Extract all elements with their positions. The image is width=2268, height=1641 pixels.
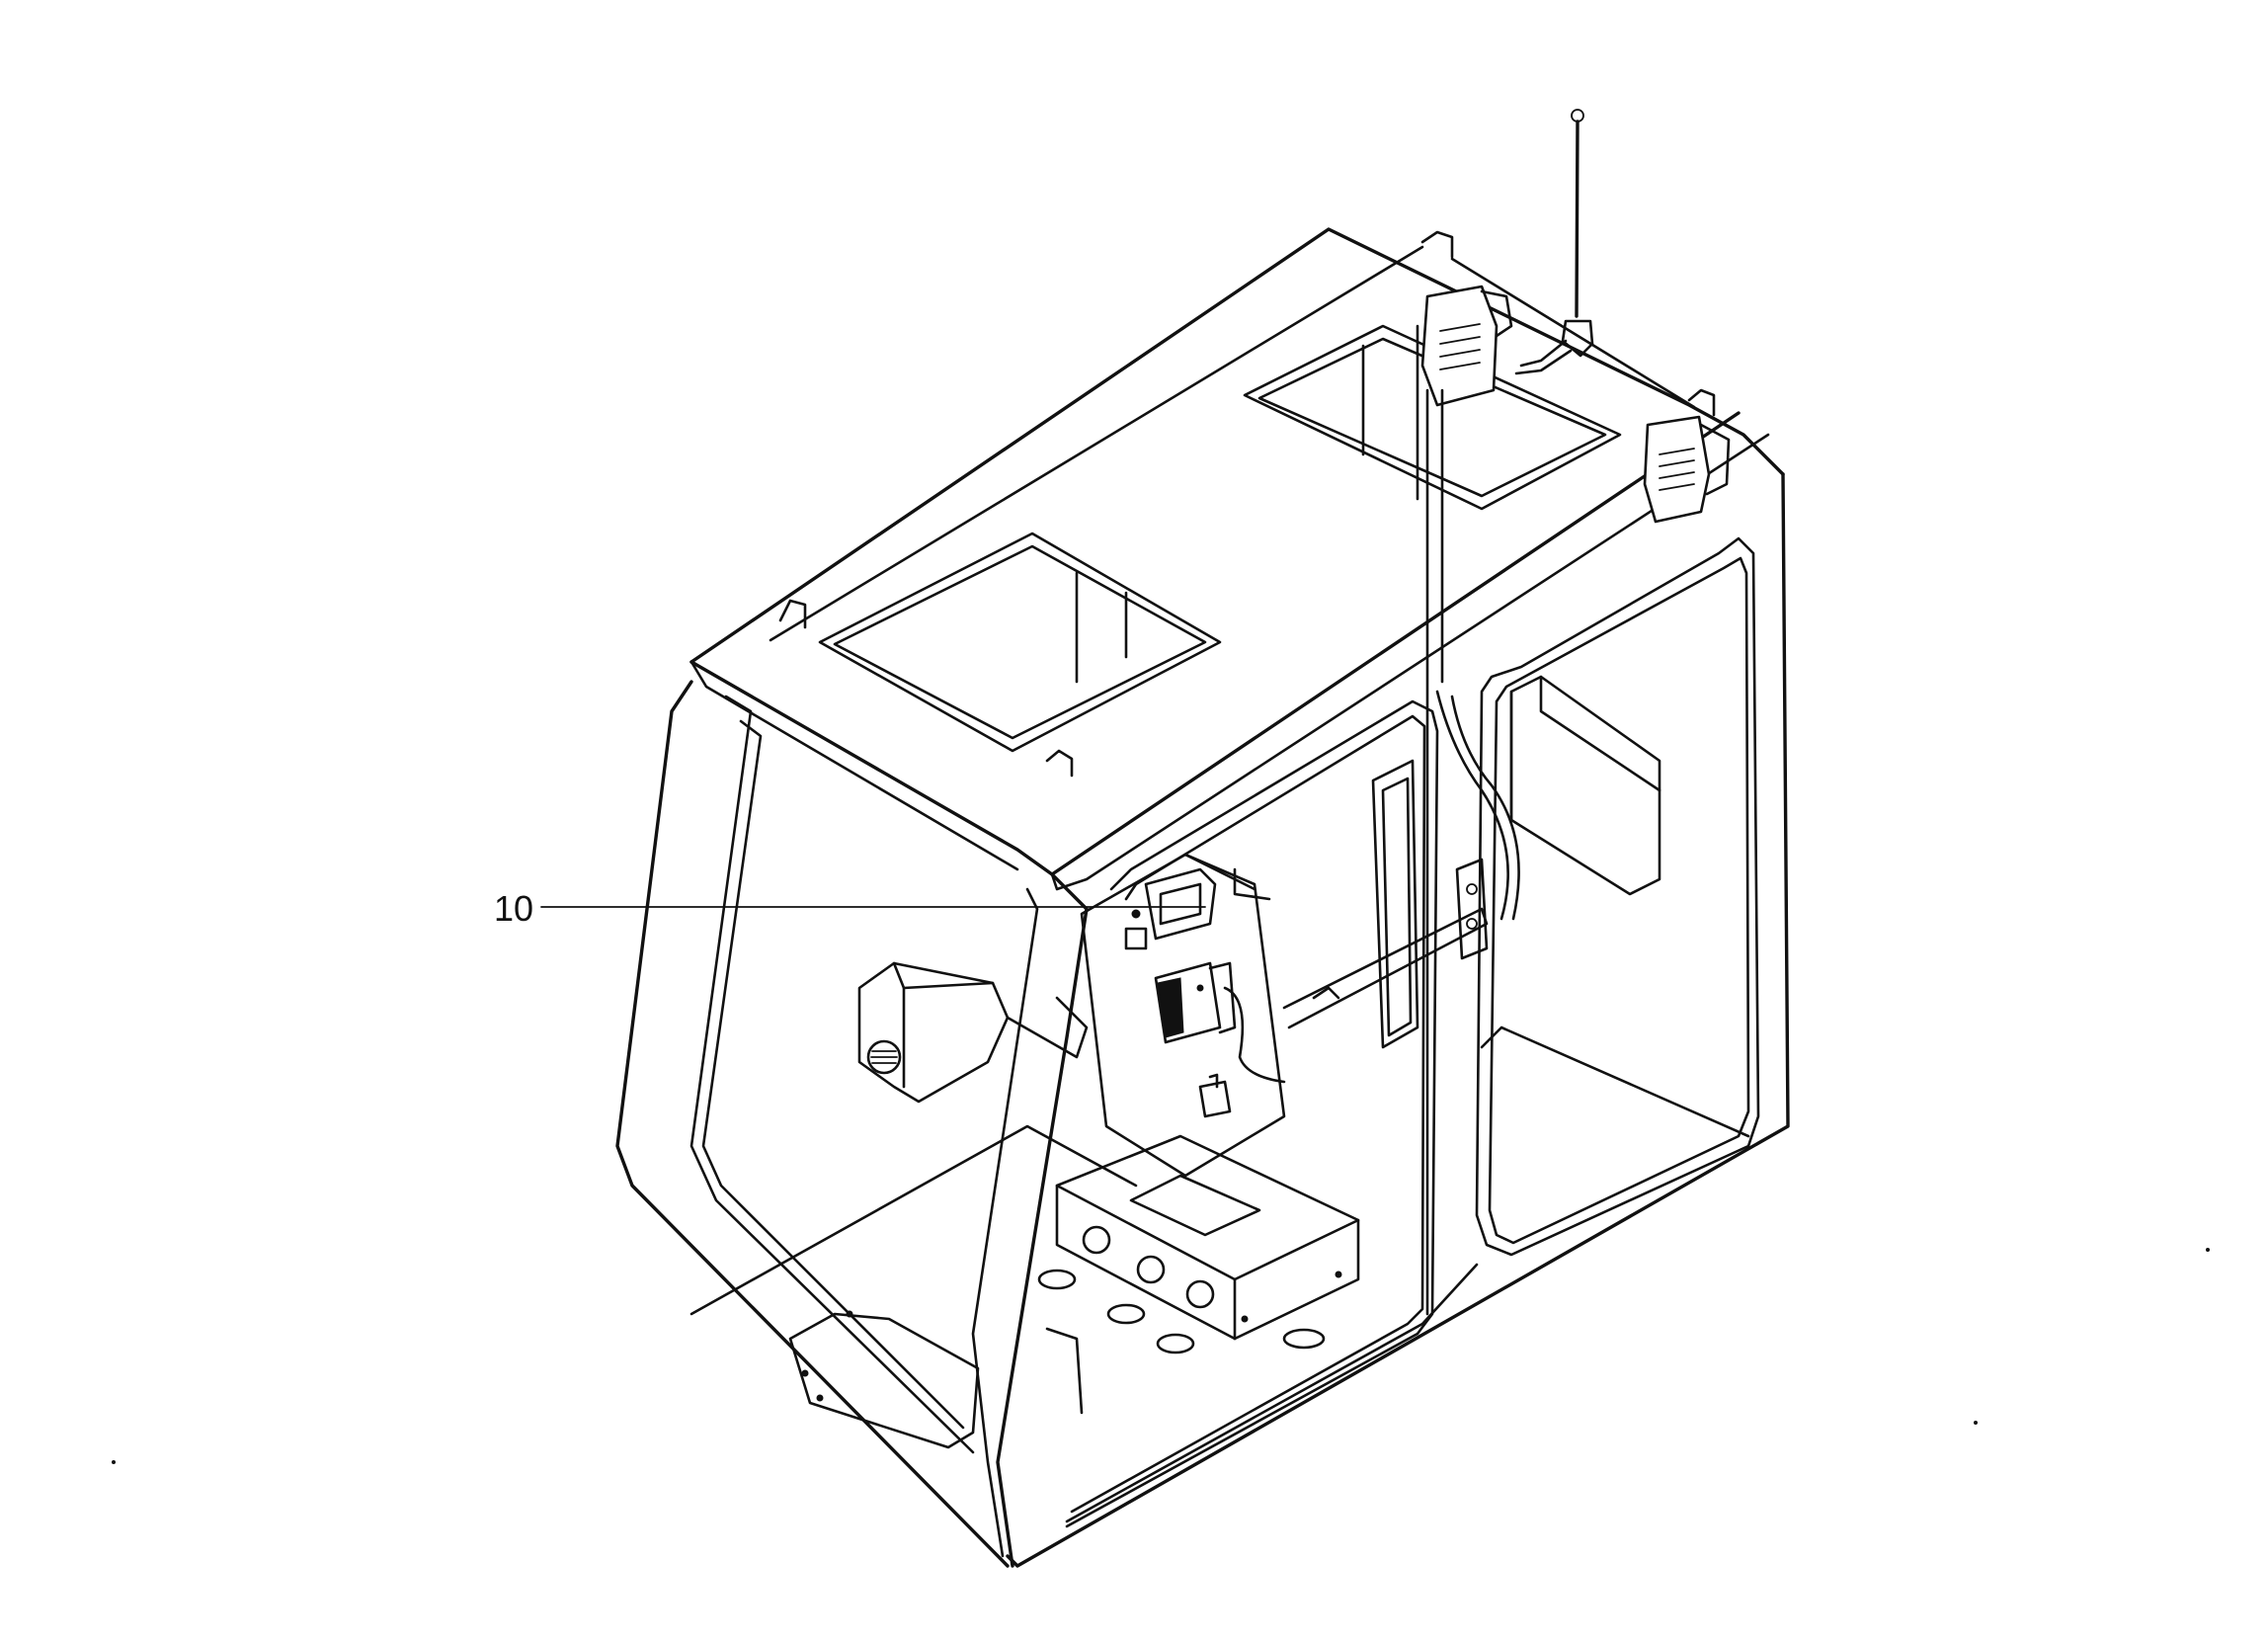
grab-handle bbox=[1371, 759, 1419, 1049]
roof-speaker-rear bbox=[1420, 285, 1513, 407]
callout-10: 10 bbox=[494, 888, 1206, 929]
door-hinge bbox=[1455, 858, 1489, 960]
antenna bbox=[1514, 109, 1594, 375]
callout-label: 10 bbox=[494, 888, 533, 929]
cab-frame bbox=[615, 227, 1790, 1568]
connector-lower bbox=[1198, 1073, 1232, 1118]
floor-console-box bbox=[1055, 1134, 1360, 1350]
side-speaker-box bbox=[857, 961, 1089, 1104]
floor-holes bbox=[1037, 1269, 1195, 1415]
rear-storage-box bbox=[1509, 675, 1661, 896]
roof-hatch-front bbox=[778, 532, 1222, 778]
control-console bbox=[1080, 853, 1489, 1178]
roof-hatch-rear bbox=[1243, 230, 1716, 511]
relay-module bbox=[1154, 961, 1286, 1084]
roof-speaker-right bbox=[1643, 415, 1731, 524]
floor-plate bbox=[788, 1310, 980, 1449]
component-10-switch bbox=[1124, 867, 1217, 950]
